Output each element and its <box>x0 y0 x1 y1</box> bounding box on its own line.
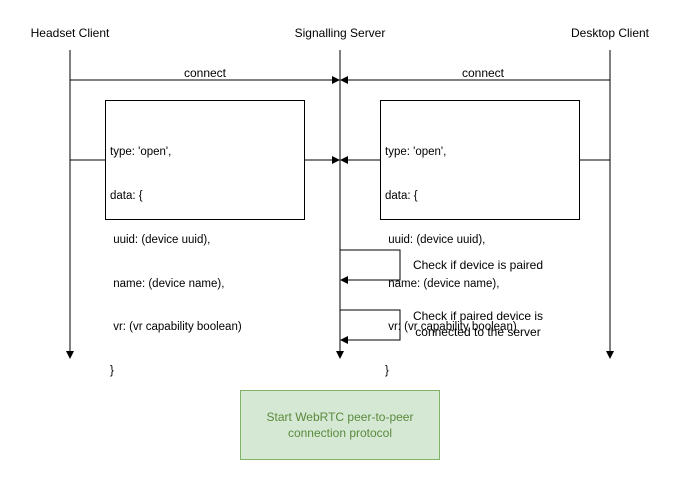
payload-line: name: (device name), <box>110 277 225 290</box>
headset-client-label: Headset Client <box>30 26 110 40</box>
headset-connect-label: connect <box>183 66 227 80</box>
payload-line: name: (device name), <box>385 277 500 290</box>
payload-line: uuid: (device uuid), <box>110 233 211 246</box>
connected-check-loop <box>340 309 401 344</box>
signalling-server-label: Signalling Server <box>294 26 386 40</box>
payload-line: type: 'open', <box>385 146 447 159</box>
final-step-line: Start WebRTC peer-to-peer <box>266 410 414 424</box>
note-line: connected to the server <box>415 325 541 339</box>
note-line: Check if paired device is <box>412 309 544 323</box>
paired-check-loop <box>340 249 401 284</box>
payload-line: } <box>110 365 114 378</box>
webrtc-start-box: Start WebRTC peer-to-peer connection pro… <box>240 390 440 460</box>
payload-line: } <box>385 365 389 378</box>
paired-check-note: Check if device is paired <box>413 257 543 273</box>
headset-open-payload: type: 'open', data: { uuid: (device uuid… <box>105 100 305 377</box>
desktop-open-payload: type: 'open', data: { uuid: (device uuid… <box>380 100 580 377</box>
payload-line: vr: (vr capability boolean) <box>385 321 517 334</box>
note-line: Check if device is paired <box>412 258 544 272</box>
payload-line: data: { <box>385 189 418 202</box>
final-step-line: connection protocol <box>287 426 393 440</box>
payload-line: data: { <box>110 189 143 202</box>
payload-line: uuid: (device uuid), <box>385 233 486 246</box>
desktop-connect-label: connect <box>461 66 505 80</box>
payload-line: vr: (vr capability boolean) <box>110 321 242 334</box>
desktop-client-label: Desktop Client <box>570 26 650 40</box>
connected-check-note: Check if paired device is connected to t… <box>413 308 543 340</box>
payload-line: type: 'open', <box>110 146 172 159</box>
